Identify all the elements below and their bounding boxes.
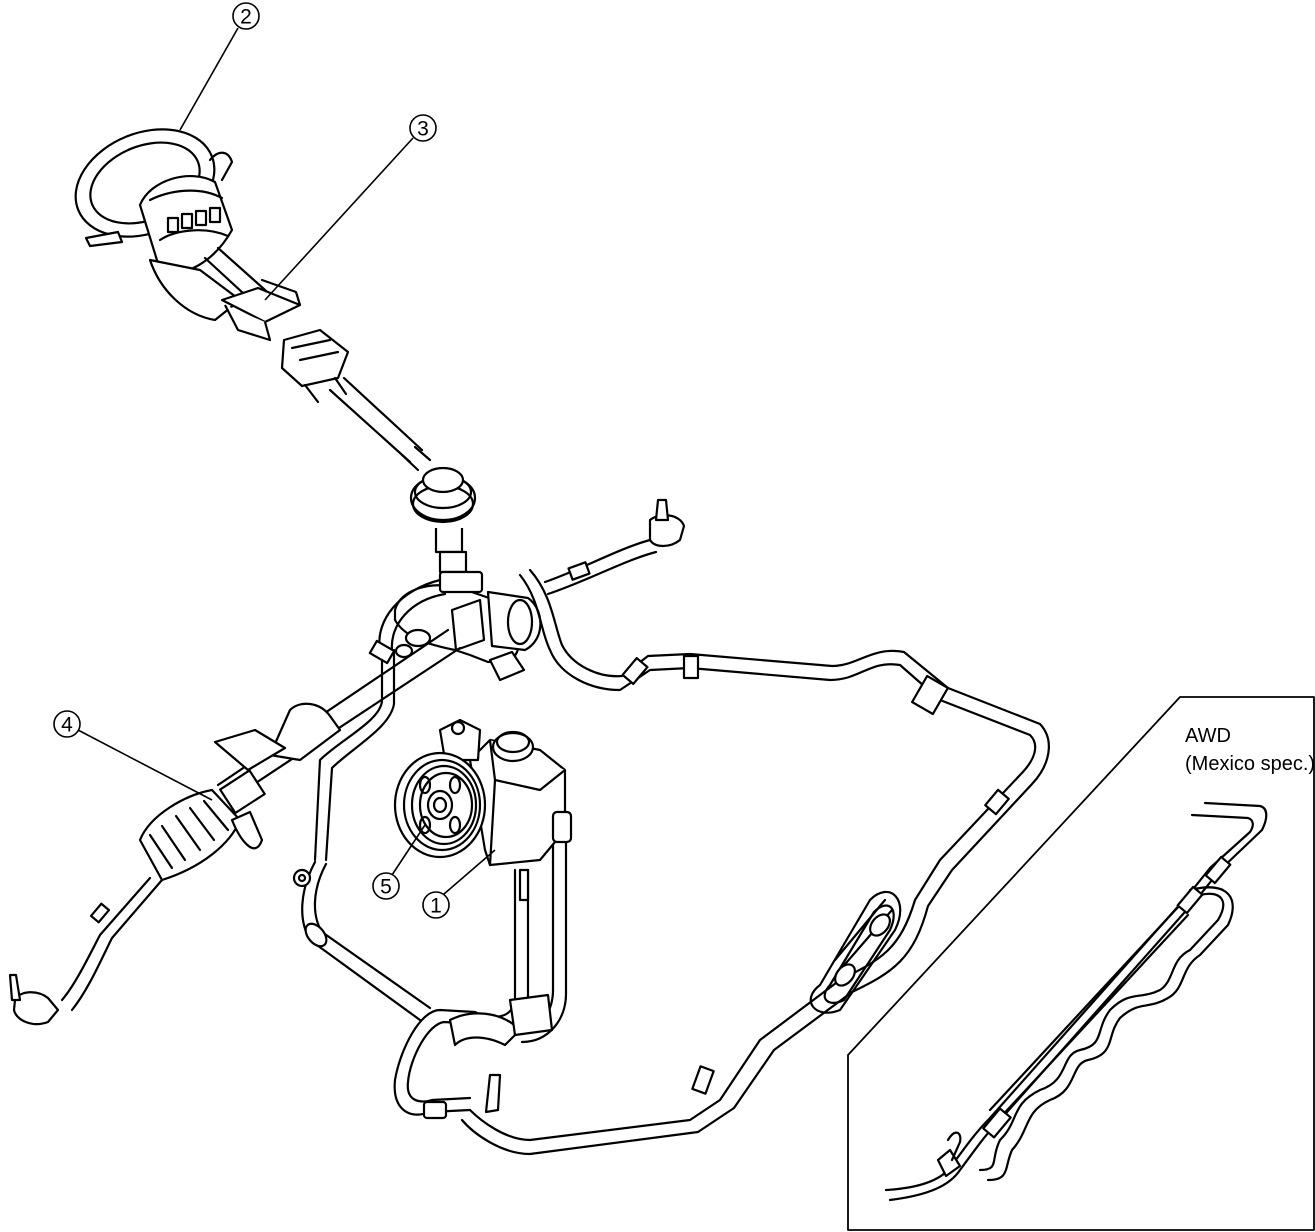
inset-awd-line bbox=[884, 801, 1268, 1202]
inset-label-mexico-spec: (Mexico spec.) bbox=[1185, 753, 1315, 775]
svg-text:1: 1 bbox=[430, 895, 442, 918]
steering-column bbox=[203, 246, 432, 472]
svg-text:3: 3 bbox=[417, 118, 429, 141]
steering-shaft-boot bbox=[409, 466, 477, 574]
pressure-line bbox=[301, 578, 447, 1022]
callout-5: 5 bbox=[372, 824, 426, 900]
oil-pump bbox=[438, 718, 573, 867]
pump-pulley bbox=[393, 751, 487, 859]
steering-gear-housing bbox=[393, 570, 542, 682]
callout-2: 2 bbox=[179, 2, 260, 131]
svg-text:4: 4 bbox=[61, 714, 73, 737]
steering-rack-tube bbox=[213, 628, 462, 815]
return-line bbox=[460, 568, 1050, 1156]
cooler-loop bbox=[809, 890, 902, 1014]
steering-wheel bbox=[74, 128, 242, 322]
callout-4: 4 bbox=[53, 710, 213, 801]
reservoir-hoses bbox=[393, 818, 568, 1120]
inset-awd-mexico: AWD (Mexico spec.) bbox=[847, 696, 1315, 1231]
inset-label-awd: AWD bbox=[1185, 725, 1231, 747]
tie-rod-right bbox=[543, 498, 686, 596]
steering-rack-boot bbox=[138, 788, 264, 882]
callout-1: 1 bbox=[422, 849, 496, 919]
tie-rod-left bbox=[8, 876, 164, 1026]
svg-text:2: 2 bbox=[240, 6, 252, 29]
svg-text:5: 5 bbox=[380, 876, 392, 899]
callout-3: 3 bbox=[264, 114, 437, 301]
bracket-fitting bbox=[292, 639, 414, 888]
